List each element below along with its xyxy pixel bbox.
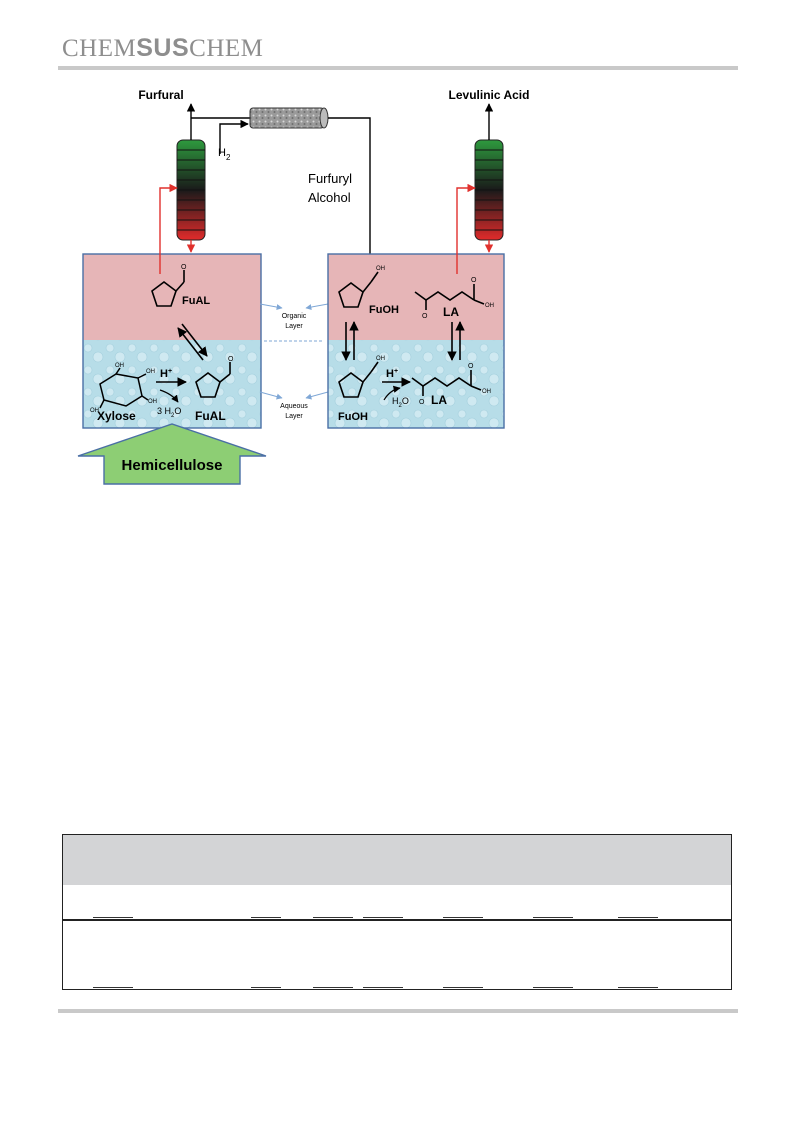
aqueous-layer-label-line2: Layer bbox=[285, 413, 303, 420]
table-rule-mark bbox=[93, 987, 133, 988]
left-biphasic-reactor: O FuAL OH OH OH OH Xylose H+ 3 H2O O FuA… bbox=[82, 183, 262, 429]
acid-o-bottom: O bbox=[468, 363, 474, 370]
fuoh-oh-bottom: OH bbox=[376, 356, 385, 362]
la-aqueous-label: LA bbox=[431, 393, 447, 407]
organic-layer-label-line2: Layer bbox=[285, 323, 303, 330]
right-biphasic-reactor: OH FuOH O O OH LA OH FuOH H+ H2O bbox=[327, 183, 505, 429]
right-water-label: H2O bbox=[392, 396, 409, 409]
journal-masthead: CHEMSUSCHEM bbox=[62, 34, 263, 63]
xylose-oh-1: OH bbox=[115, 363, 124, 369]
xylose-oh-4: OH bbox=[90, 408, 99, 414]
right-catalyst-label: H+ bbox=[386, 368, 398, 380]
hemicellulose-label: Hemicellulose bbox=[122, 457, 223, 474]
left-water-label: 3 H2O bbox=[157, 406, 181, 419]
data-table bbox=[62, 834, 732, 990]
table-rule-mark bbox=[251, 987, 281, 988]
hemicellulose-feed-arrow bbox=[77, 423, 267, 485]
aldehyde-o-bottom: O bbox=[228, 356, 234, 363]
table-rule-mark bbox=[618, 987, 658, 988]
xylose-label: Xylose bbox=[97, 409, 136, 423]
journal-name-part1: CHEM bbox=[62, 35, 137, 62]
h2-label: H2 bbox=[218, 147, 231, 162]
table-rule-mark bbox=[313, 987, 353, 988]
fual-organic-label: FuAL bbox=[182, 295, 210, 307]
aqueous-layer-label-line1: Aqueous bbox=[280, 403, 308, 410]
fuoh-organic-label: FuOH bbox=[369, 304, 399, 316]
table-header-row bbox=[63, 835, 731, 885]
furfural-label: Furfural bbox=[138, 88, 183, 102]
organic-layer-label-line1: Organic bbox=[282, 313, 307, 320]
hydrogenation-reactor bbox=[191, 107, 375, 269]
furfuryl-alcohol-label-line2: Alcohol bbox=[308, 190, 351, 205]
journal-name-part2: SUS bbox=[136, 34, 190, 62]
left-distillation-column bbox=[176, 103, 206, 253]
table-rule-mark bbox=[443, 987, 483, 988]
fual-aqueous-label: FuAL bbox=[195, 409, 226, 423]
la-organic-label: LA bbox=[443, 305, 459, 319]
ketone-o-top: O bbox=[422, 313, 428, 320]
table-rule-mark bbox=[443, 917, 483, 918]
acid-o-top: O bbox=[471, 277, 477, 284]
table-rule-mark bbox=[618, 917, 658, 918]
journal-name-part3: CHEM bbox=[189, 35, 264, 62]
right-distillation-column bbox=[474, 103, 504, 253]
xylose-oh-2: OH bbox=[146, 369, 155, 375]
table-rule-mark bbox=[313, 917, 353, 918]
process-scheme-figure: Furfural Levulinic Acid bbox=[60, 78, 540, 498]
levulinic-acid-label: Levulinic Acid bbox=[449, 88, 530, 102]
table-rule-mark bbox=[363, 987, 403, 988]
fuoh-oh-top: OH bbox=[376, 266, 385, 272]
footer-rule bbox=[58, 1009, 738, 1013]
left-catalyst-label: H+ bbox=[160, 368, 172, 380]
aldehyde-o-top: O bbox=[181, 264, 187, 271]
xylose-oh-3: OH bbox=[148, 399, 157, 405]
table-rule-mark bbox=[363, 917, 403, 918]
process-scheme-svg: Furfural Levulinic Acid bbox=[77, 88, 530, 485]
acid-oh-bottom: OH bbox=[482, 389, 491, 395]
fuoh-aqueous-label: FuOH bbox=[338, 411, 368, 423]
table-rule-mark bbox=[533, 917, 573, 918]
header-rule bbox=[58, 66, 738, 70]
table-rule-mark bbox=[251, 917, 281, 918]
table-divider bbox=[63, 919, 731, 921]
table-rule-mark bbox=[93, 917, 133, 918]
table-rule-mark bbox=[533, 987, 573, 988]
ketone-o-bottom: O bbox=[419, 399, 425, 406]
acid-oh-top: OH bbox=[485, 303, 494, 309]
furfuryl-alcohol-label-line1: Furfuryl bbox=[308, 171, 352, 186]
